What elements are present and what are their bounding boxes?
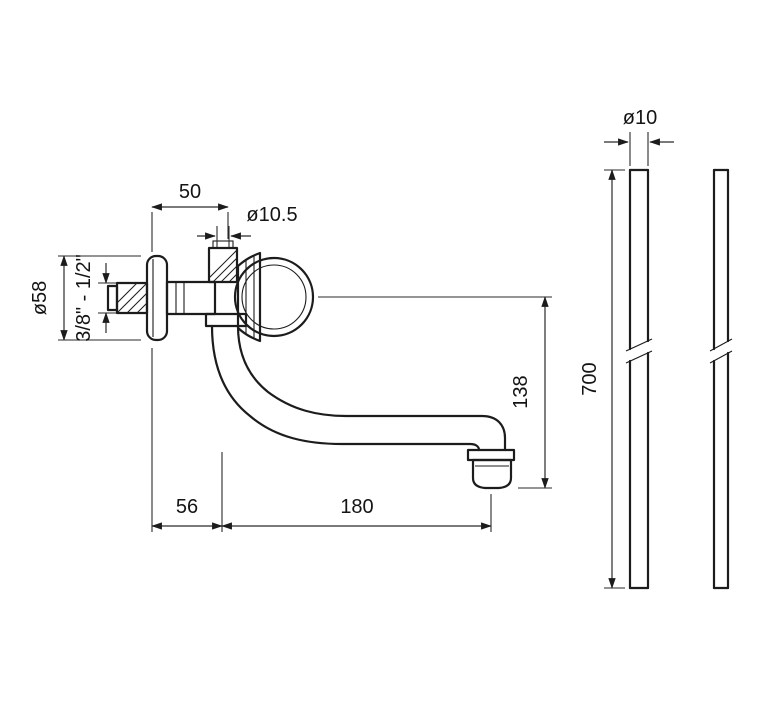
dim-hose-diameter: ø10 <box>604 107 674 166</box>
tube2-break-mark-1 <box>709 338 733 352</box>
stem-hatch <box>209 249 237 282</box>
body-outline <box>165 280 217 316</box>
nozzle-aerator <box>471 458 513 490</box>
valve-stem <box>207 240 239 284</box>
shank-thread-hatch <box>117 283 147 313</box>
nozzle-flange <box>466 448 516 462</box>
handle-knob <box>233 251 315 343</box>
knob-inner-circle <box>241 264 307 330</box>
valve-body <box>165 280 217 316</box>
spout-outer-edge <box>210 324 481 452</box>
tube1-break-mark-1 <box>625 338 653 352</box>
dim-drop-height: 138 <box>318 296 552 489</box>
dim-stem-diameter-label: ø10.5 <box>246 204 297 226</box>
spout-inner-edge <box>236 324 507 452</box>
hose-view <box>625 168 733 590</box>
dim-bottom-offsets: 56 180 <box>151 348 492 532</box>
wall-flange <box>145 254 169 342</box>
stem-outline <box>207 246 239 284</box>
spout <box>204 312 516 490</box>
dimensions-faucet: 50 ø10.5 ø58 3/8" - 1/2" <box>29 181 552 532</box>
spout-swivel-nut <box>204 312 248 328</box>
dim-top-width: 50 <box>151 181 229 252</box>
dim-stem-diameter: ø10.5 <box>197 204 298 247</box>
dim-top-width-label: 50 <box>179 181 201 203</box>
hose-tube-2 <box>709 168 733 590</box>
stem-cap <box>212 240 234 249</box>
dimensions-hose: ø10 700 <box>579 107 674 589</box>
dim-hose-length: 700 <box>579 169 625 589</box>
shank-end-cap <box>106 284 119 312</box>
dim-thread-range: 3/8" - 1/2" <box>73 254 116 342</box>
knob-outer-circle <box>233 256 315 338</box>
dim-wall-offset-label: 56 <box>176 496 198 518</box>
dim-hose-length-label: 700 <box>579 362 601 395</box>
inlet-shank <box>106 281 149 315</box>
dim-flange-diameter: ø58 <box>29 255 141 341</box>
dim-thread-range-label: 3/8" - 1/2" <box>73 254 95 342</box>
dim-flange-diameter-label: ø58 <box>29 281 51 315</box>
dim-drop-height-label: 138 <box>510 375 532 408</box>
flange-outline <box>145 254 169 342</box>
dim-hose-diameter-label: ø10 <box>623 107 657 129</box>
hose-tube-1 <box>625 168 653 590</box>
faucet-side-view <box>106 240 516 490</box>
dim-spout-reach-label: 180 <box>340 496 373 518</box>
